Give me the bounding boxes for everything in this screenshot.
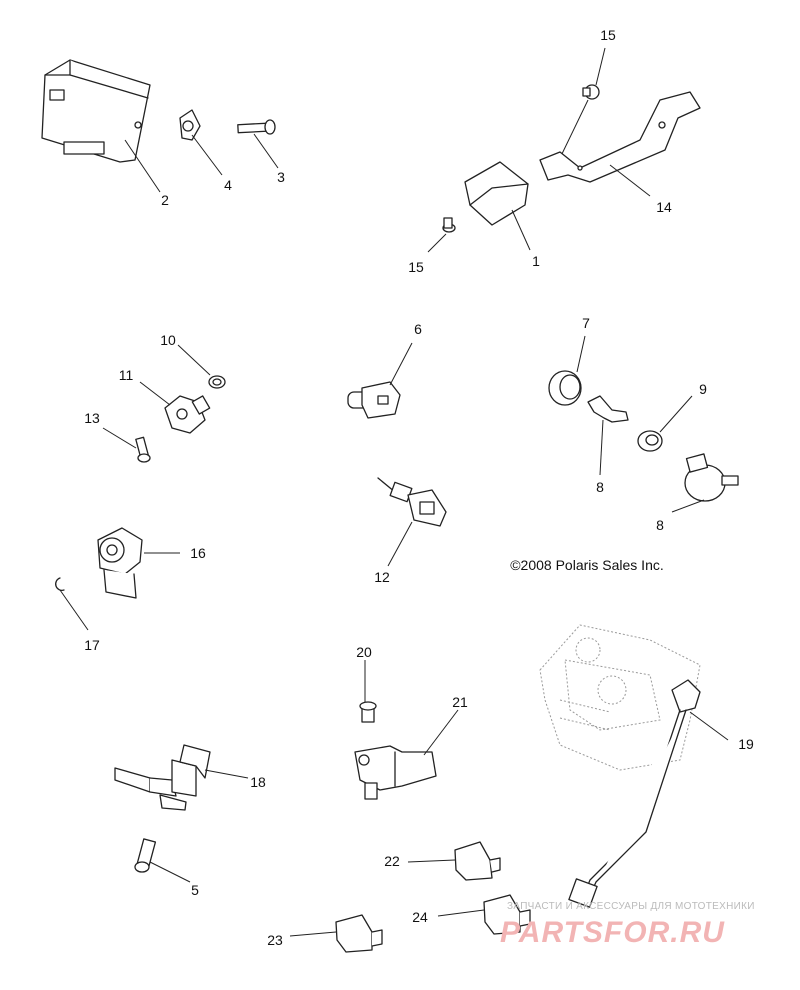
part-17-clip <box>55 577 65 591</box>
callout-3: 3 <box>277 169 285 185</box>
part-23-relay <box>335 914 383 953</box>
watermark: ЗАПЧАСТИ И АКСЕССУАРЫ ДЛЯ МОТОТЕХНИКИ PA… <box>500 901 755 949</box>
part-18-crank-sensor <box>114 744 211 811</box>
part-15-bolt-top <box>582 84 600 100</box>
part-11-sensor <box>164 395 211 434</box>
part-16-knock-sensor <box>97 527 143 599</box>
part-3-screw <box>237 119 276 135</box>
callout-2: 2 <box>161 192 169 208</box>
watermark-tagline: ЗАПЧАСТИ И АКСЕССУАРЫ ДЛЯ МОТОТЕХНИКИ <box>507 901 755 912</box>
part-22-relay <box>454 841 501 881</box>
callout-15-lower: 15 <box>408 259 424 275</box>
part-6-plug <box>347 381 401 419</box>
callout-19: 19 <box>738 736 754 752</box>
part-8-plate <box>587 395 629 423</box>
callout-10: 10 <box>160 332 176 348</box>
part-10-o-ring <box>208 375 226 389</box>
callout-23: 23 <box>267 932 283 948</box>
watermark-logo: PARTSFOR.RU <box>500 916 725 949</box>
callout-22: 22 <box>384 853 400 869</box>
callout-1: 1 <box>532 253 540 269</box>
part-19-sensor-cable <box>568 679 701 908</box>
callout-11: 11 <box>119 367 134 383</box>
callout-6: 6 <box>414 321 422 337</box>
callout-9: 9 <box>699 381 707 397</box>
part-4-clip <box>179 109 201 141</box>
part-20-bolt <box>359 701 377 723</box>
part-1-module <box>464 161 529 226</box>
part-12-temp-sensor <box>377 477 447 527</box>
part-13-screw <box>135 436 151 463</box>
part-7-cap <box>548 370 582 406</box>
callout-18: 18 <box>250 774 266 790</box>
callout-13: 13 <box>84 410 100 426</box>
callout-15-top: 15 <box>600 27 616 43</box>
part-19-engine-ghost <box>539 624 701 771</box>
part-15-bolt-lower <box>442 217 456 233</box>
part-14-bracket <box>539 91 701 183</box>
callout-8-upper: 8 <box>596 479 604 495</box>
part-8-sensor <box>684 453 739 502</box>
callout-24: 24 <box>412 909 428 925</box>
part-2-ecu-module <box>41 59 151 163</box>
callout-12: 12 <box>374 569 390 585</box>
callout-8-lower: 8 <box>656 517 664 533</box>
callout-4: 4 <box>224 177 232 193</box>
callout-17: 17 <box>84 637 100 653</box>
callout-21: 21 <box>452 694 468 710</box>
part-5-screw <box>134 838 157 873</box>
copyright-notice: ©2008 Polaris Sales Inc. <box>510 557 664 573</box>
callout-5: 5 <box>191 882 199 898</box>
callout-16: 16 <box>190 545 206 561</box>
part-9-nut <box>637 430 663 452</box>
callout-7: 7 <box>582 315 590 331</box>
part-24-relay <box>483 894 531 935</box>
part-21-map-sensor <box>354 745 437 800</box>
callout-14: 14 <box>656 199 672 215</box>
callout-20: 20 <box>356 644 372 660</box>
